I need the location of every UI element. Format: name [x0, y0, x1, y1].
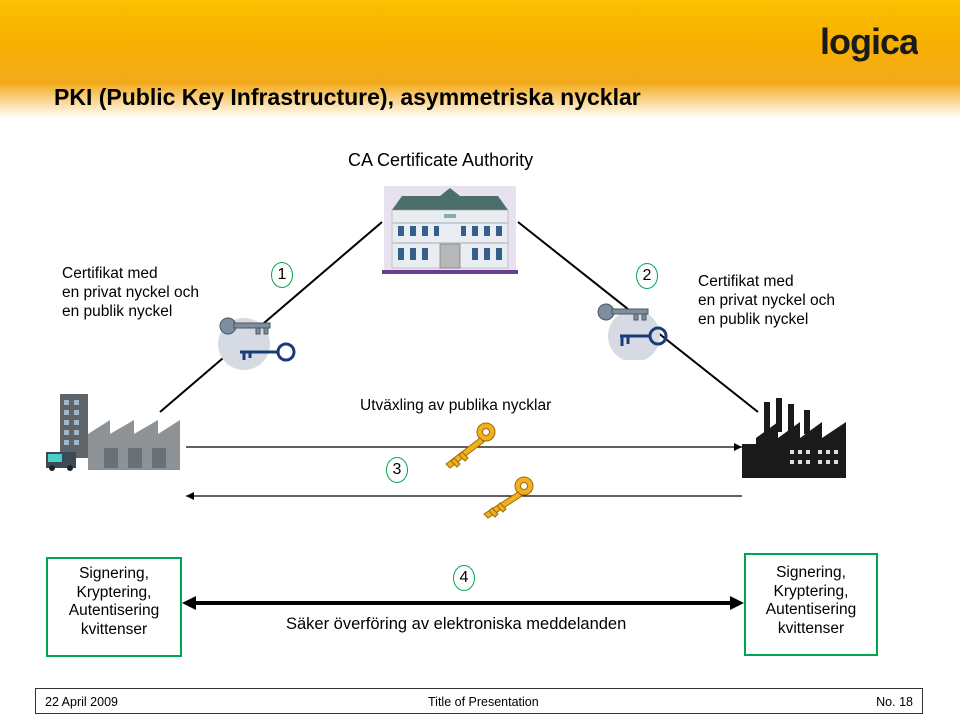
header-banner [0, 0, 960, 118]
left-certificate-label: Certifikat med en privat nyckel och en p… [62, 264, 199, 321]
footer-date: 22 April 2009 [45, 695, 118, 709]
right-factory-icon [742, 398, 846, 478]
logica-logo: logica [820, 21, 918, 62]
public-key-icon [445, 422, 496, 469]
slide-title: PKI (Public Key Infrastructure), asymmet… [54, 84, 641, 110]
left-box-line-1: Signering, [79, 565, 149, 582]
left-box-line-3: Autentisering [68, 602, 160, 619]
svg-text:logica: logica [820, 21, 918, 62]
right-box-line-4: kvittenser [777, 619, 845, 637]
public-key-icon-2 [483, 476, 534, 519]
left-functions-box: Signering, Kryptering, Autentisering kvi… [46, 557, 182, 657]
left-cert-line-1: Certifikat med [62, 265, 158, 282]
step-4-badge: 4 [453, 565, 475, 591]
left-box-line-2: Kryptering, [76, 583, 152, 601]
key-exchange-label: Utväxling av publika nycklar [360, 397, 552, 414]
step-3-badge: 3 [386, 457, 408, 483]
right-cert-line-1: Certifikat med [698, 273, 794, 290]
right-cert-line-3: en publik nyckel [698, 311, 809, 328]
secure-transfer-label: Säker överföring av elektroniska meddela… [286, 615, 627, 633]
ca-building-icon [382, 186, 518, 274]
right-functions-box: Signering, Kryptering, Autentisering kvi… [744, 553, 878, 656]
left-cert-line-2: en privat nyckel och [62, 284, 199, 301]
right-box-line-1: Signering, [776, 564, 846, 581]
step-2-badge: 2 [636, 263, 658, 289]
left-box-line-4: kvittenser [80, 620, 148, 638]
left-keypair-icon [218, 317, 296, 370]
step-1-badge: 1 [271, 262, 293, 288]
footer-presentation-title: Title of Presentation [428, 695, 539, 709]
right-cert-line-2: en privat nyckel och [698, 292, 835, 309]
footer-page-number: No. 18 [876, 695, 913, 709]
slide-footer: 22 April 2009 Title of Presentation No. … [35, 688, 923, 714]
right-box-line-2: Kryptering, [773, 582, 849, 600]
right-keypair-icon [597, 303, 668, 360]
right-box-line-3: Autentisering [765, 601, 857, 618]
left-factory-icon [46, 394, 180, 471]
left-cert-line-3: en publik nyckel [62, 303, 173, 320]
right-certificate-label: Certifikat med en privat nyckel och en p… [698, 272, 835, 329]
ca-label: CA Certificate Authority [348, 150, 534, 170]
